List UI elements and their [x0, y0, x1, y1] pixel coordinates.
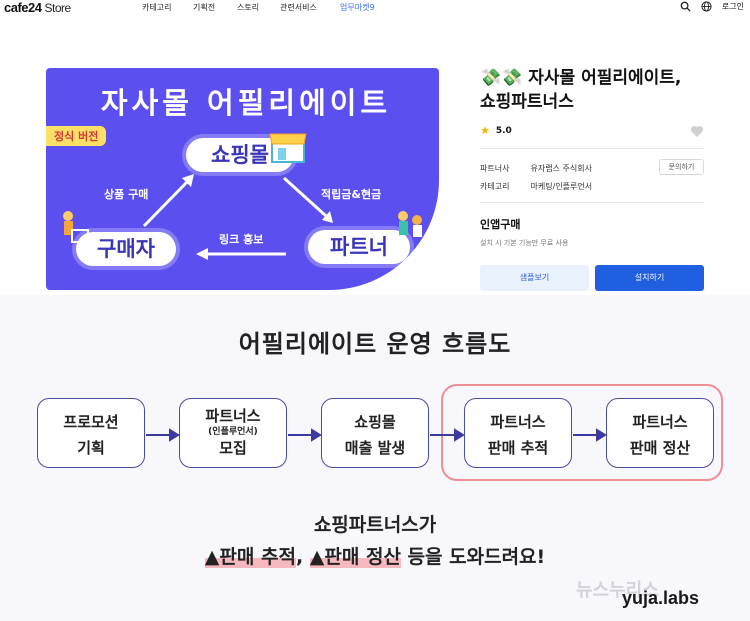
step-line2: 판매 정산	[629, 439, 691, 457]
divider	[480, 148, 704, 149]
nav-item-exhibition[interactable]: 기획전	[193, 3, 216, 12]
step-line2: 매출 발생	[344, 439, 406, 457]
product-banner: 자사몰 어필리에이트 정식 버전 쇼핑몰 구매자 파트너 상품 구매 적립금&현…	[46, 68, 439, 290]
category-value[interactable]: 마케팅/인플루언서	[530, 182, 593, 191]
step-line1: 파트너스	[632, 413, 688, 431]
inapp-purchase-label: 인앱구매	[480, 218, 521, 231]
summary-rest: 등을 도와드려요!	[400, 546, 546, 568]
login-link[interactable]: 로그인	[721, 2, 744, 11]
label-product-purchase: 상품 구매	[104, 188, 149, 201]
rating: ★ 5.0	[480, 124, 512, 137]
yujalabs-logo: yuja.labs	[622, 588, 700, 608]
shopper-icon	[63, 211, 89, 243]
official-version-badge: 정식 버전	[46, 126, 107, 146]
highlight-tracking: ▲판매 추적	[204, 546, 296, 568]
product-title: 💸💸 자사몰 어필리에이트, 쇼핑파트너스	[480, 66, 730, 114]
nav-item-work-market[interactable]: 업무마켓9	[340, 3, 375, 12]
flow-step-recruit: 파트너스 (인플루언서) 모집	[179, 398, 287, 468]
buyer-node: 구매자	[76, 232, 176, 266]
partner-row: 파트너사 유자랩스 주식회사	[480, 163, 592, 174]
heart-icon[interactable]	[690, 123, 704, 142]
partner-node: 파트너	[308, 230, 410, 264]
label-link-promo: 링크 홍보	[219, 233, 264, 246]
search-icon[interactable]	[680, 1, 691, 12]
divider	[480, 202, 704, 203]
step-line1: 파트너스	[490, 413, 546, 431]
flow-step-settlement: 파트너스 판매 정산	[606, 398, 714, 468]
logo-store: Store	[44, 1, 71, 15]
logo-text: cafe24	[4, 0, 42, 15]
category-row: 카테고리 마케팅/인플루언서	[480, 181, 592, 192]
flow-title: 어필리에이트 운영 흐름도	[238, 330, 512, 358]
rating-value: 5.0	[495, 125, 512, 136]
news-watermark: 뉴스누리스	[576, 580, 659, 601]
sample-view-button[interactable]: 샘플보기	[480, 265, 589, 291]
highlight-frame	[441, 384, 723, 481]
partner-people-icon	[398, 211, 422, 237]
flow-step-sales: 쇼핑몰 매출 발생	[321, 398, 429, 468]
nav-item-related-services[interactable]: 관련서비스	[280, 3, 317, 12]
flow-step-promotion: 프로모션 기획	[37, 398, 145, 468]
label-reward: 적립금&현금	[321, 188, 382, 201]
step-line1: 쇼핑몰	[354, 413, 396, 431]
step-line2: 모집	[219, 439, 247, 457]
product-title-line2: 쇼핑파트너스	[480, 92, 574, 112]
banner-arrows	[142, 174, 333, 260]
step-line1: 파트너스	[205, 407, 261, 425]
summary-line1: 쇼핑파트너스가	[313, 514, 437, 536]
banner-title: 자사몰 어필리에이트	[100, 86, 392, 120]
nav-item-category[interactable]: 카테고리	[142, 3, 172, 12]
globe-icon[interactable]	[701, 1, 712, 12]
partner-value: 유자랩스 주식회사	[530, 164, 592, 173]
step-subtext: (인플루언서)	[208, 427, 258, 437]
summary-comma: ,	[295, 546, 310, 568]
flow-step-tracking: 파트너스 판매 추적	[464, 398, 572, 468]
step-line2: 기획	[77, 439, 105, 457]
nav-item-story[interactable]: 스토리	[237, 3, 260, 12]
step-line2: 판매 추적	[487, 439, 549, 457]
store-icon	[269, 133, 307, 163]
step-line1: 프로모션	[63, 413, 119, 431]
summary-line2: ▲판매 추적, ▲판매 정산 등을 도와드려요!	[0, 542, 750, 569]
partner-key: 파트너사	[480, 164, 510, 173]
category-key: 카테고리	[480, 182, 510, 191]
star-icon: ★	[480, 124, 490, 137]
highlight-settlement: ▲판매 정산	[309, 546, 401, 568]
inapp-purchase-note: 설치 시 기본 기능만 무료 사용	[480, 239, 569, 247]
install-button[interactable]: 설치하기	[595, 265, 704, 291]
inquiry-button[interactable]: 문의하기	[659, 159, 704, 175]
product-title-line1: 💸💸 자사몰 어필리에이트,	[480, 68, 682, 88]
